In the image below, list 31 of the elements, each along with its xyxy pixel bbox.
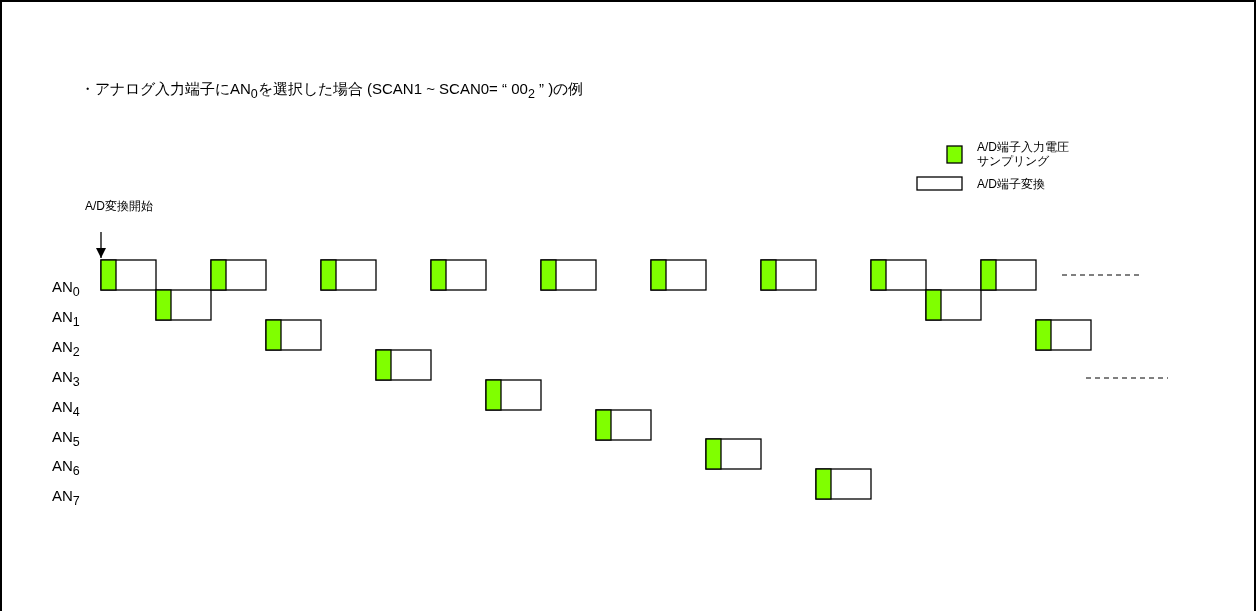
channel-label: AN$_{0}$ <box>52 278 80 301</box>
conversion-block <box>596 409 651 440</box>
channel-label: AN$_{3}$ <box>52 367 80 391</box>
channel-label: AN$_{2}$ <box>52 337 80 361</box>
conversion-block <box>761 260 816 290</box>
legend-label: A/D端子入力電圧サンプリング <box>977 140 1070 168</box>
channel-label: AN$_{1}$ <box>52 307 80 331</box>
channel-label: AN$_{7}$ <box>52 487 80 511</box>
conversion-block <box>981 260 1036 290</box>
conversion-block <box>1036 319 1091 350</box>
conversion-block <box>321 260 376 290</box>
conversion-block <box>926 289 981 320</box>
conversion-block <box>156 289 211 320</box>
conversion-block <box>651 260 706 290</box>
channel-label: AN$_{5}$ <box>52 427 80 451</box>
channel-label: AN$_{6}$ <box>52 457 80 481</box>
conversion-block <box>431 260 486 290</box>
conversion-block <box>541 260 596 290</box>
conversion-block <box>101 260 156 290</box>
arrow <box>96 231 106 259</box>
title: ・アナログ入力端子にAN$_{0}$を選択した場合 (SCAN1 ~ SCAN0= “ 00$_{2}$ ” )の例 <box>80 80 584 101</box>
conversion-block <box>211 260 266 290</box>
legend-label: A/D端子変換 <box>977 177 1046 191</box>
conversion-block <box>706 439 761 470</box>
start-label: A/D変換開始 <box>85 198 165 214</box>
conversion-block <box>816 469 871 500</box>
conversion-block <box>266 319 321 350</box>
conversion-block <box>486 379 541 410</box>
channel-label: AN$_{4}$ <box>52 397 80 421</box>
conversion-block <box>376 349 431 380</box>
conversion-block <box>871 260 926 290</box>
